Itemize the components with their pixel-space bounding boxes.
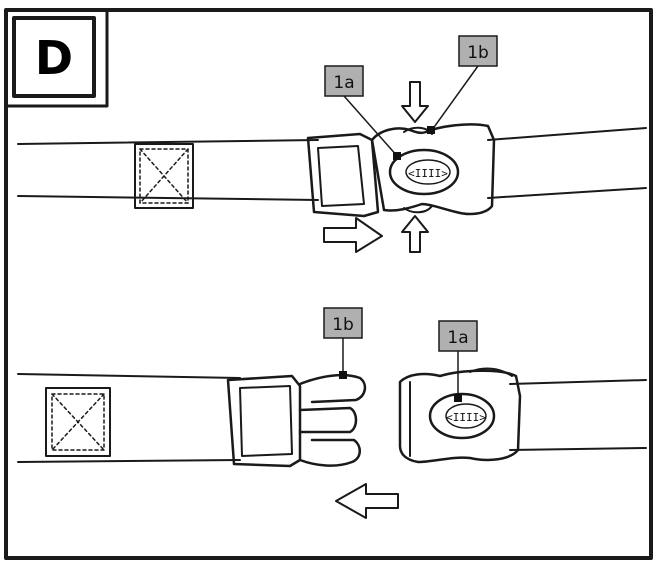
push-arrow-right [323, 217, 383, 253]
bottom-diagram: <IIII> 1b 1a [17, 307, 647, 519]
outer-frame [4, 8, 653, 560]
press-arrow-top [401, 81, 429, 123]
panel-letter: D [35, 31, 73, 85]
pull-arrow-left [335, 483, 399, 519]
label-1a: 1a [333, 73, 354, 93]
left-strap [17, 139, 319, 201]
strap-stitch-patch [45, 387, 111, 457]
panel-corner-divider [4, 8, 109, 108]
right-strap [509, 379, 647, 451]
buckle-female-detached [398, 369, 522, 464]
strap-stitch-patch [134, 143, 194, 209]
label-1b-tag [323, 307, 363, 339]
top-diagram: <IIII> 1a 1b [17, 35, 647, 253]
left-strap [17, 373, 241, 463]
buckle-mark: <IIII> [408, 167, 448, 180]
right-strap [487, 127, 647, 199]
buckle-male [306, 132, 380, 218]
label-1b-tag [458, 35, 498, 67]
buckle-mark: <IIII> [446, 411, 486, 424]
label-1a: 1a [447, 328, 468, 348]
panel-letter-box [12, 16, 96, 98]
press-arrow-bottom [401, 215, 429, 253]
buckle-female [370, 123, 496, 216]
release-button [388, 148, 460, 196]
label-1b: 1b [467, 43, 489, 63]
label-1a-tag [324, 65, 364, 97]
label-1b: 1b [332, 315, 354, 335]
label-1a-tag [438, 320, 478, 352]
